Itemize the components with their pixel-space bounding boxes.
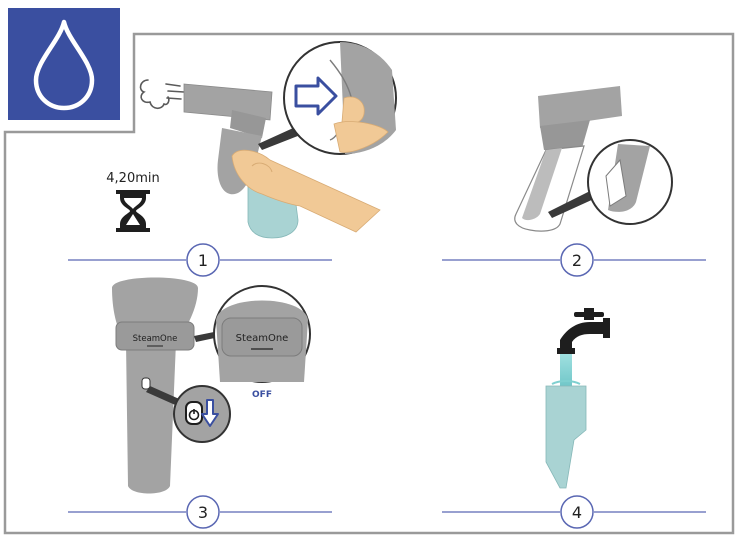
- step-2-divider: 2: [442, 243, 706, 277]
- zoom-detail-2: [587, 139, 673, 225]
- press-arrow-icon: [294, 76, 338, 116]
- step-2-illustration: [514, 86, 673, 232]
- frame: [3, 32, 735, 535]
- brand-label-zoom: SteamOne: [236, 333, 289, 344]
- water-drop-icon: [33, 19, 95, 111]
- water-badge: [8, 8, 120, 120]
- steamer-head: [183, 83, 273, 121]
- step-3-illustration: SteamOne SteamOne OFF: [112, 277, 311, 494]
- zoom-detail-3b: [173, 385, 231, 443]
- step-3-number: 3: [198, 503, 208, 522]
- step-3-divider: 3: [68, 495, 332, 529]
- zoom-detail-1: [283, 41, 397, 155]
- hand: [231, 149, 381, 233]
- zoom-detail-3a: SteamOne: [213, 285, 311, 383]
- power-button-icon: [185, 401, 203, 425]
- hourglass-icon: [116, 190, 150, 232]
- step-4-divider: 4: [442, 495, 706, 529]
- state-label: OFF: [252, 390, 272, 400]
- step-1-illustration: 4,20min: [106, 41, 397, 239]
- step-1-number: 1: [198, 251, 208, 270]
- power-switch: [141, 377, 151, 390]
- water-tank: [545, 385, 587, 489]
- arrow-down-icon: [201, 399, 219, 427]
- faucet-icon: [557, 308, 610, 354]
- timer-label: 4,20min: [106, 171, 159, 186]
- step-1-divider: 1: [68, 243, 332, 277]
- steam-puff-icon: [139, 79, 185, 110]
- steamer-head: [538, 86, 622, 128]
- steamer-body: [112, 277, 198, 494]
- water-stream: [560, 354, 572, 390]
- step-4-illustration: [545, 308, 610, 489]
- step-2-number: 2: [572, 251, 582, 270]
- brand-label: SteamOne: [133, 334, 178, 344]
- step-4-number: 4: [572, 503, 582, 522]
